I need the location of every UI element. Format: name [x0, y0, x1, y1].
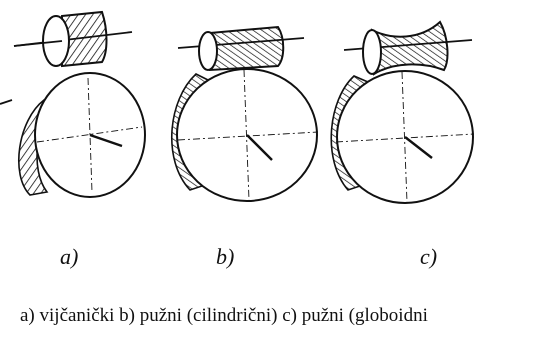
- panel-a-label: a): [60, 244, 79, 269]
- panel-c-hand: [404, 136, 433, 159]
- panel-c-centerline-vertical: [401, 71, 408, 203]
- panel-b-centerline-vertical: [243, 69, 250, 201]
- panel-a-wheel-shaft: [0, 99, 13, 105]
- panel-a-small-gear-body: [61, 10, 108, 68]
- panel-c-label: c): [420, 244, 438, 269]
- panel-b-worm-body: [209, 25, 285, 72]
- panel-a-shaft-front: [13, 40, 63, 47]
- panel-a-centerline-horizontal: [36, 126, 143, 143]
- panel-a-helical-gears: [0, 10, 146, 198]
- panel-a-hand: [89, 133, 123, 148]
- figure-caption: a) vijčanički b) pužni (cilindrični) c) …: [20, 305, 428, 326]
- panel-c-worm-face: [362, 29, 382, 75]
- panel-a-centerline-vertical: [87, 77, 93, 193]
- panel-c-worm-body: [370, 20, 449, 76]
- panel-b-cylindrical-worm: [171, 25, 319, 202]
- panel-b-worm-face: [198, 31, 218, 71]
- panel-c-centerline-horizontal: [335, 133, 475, 143]
- panel-b-label: b): [216, 244, 235, 269]
- panel-c-globoid-worm: [330, 20, 475, 204]
- panel-b-hand: [246, 134, 273, 161]
